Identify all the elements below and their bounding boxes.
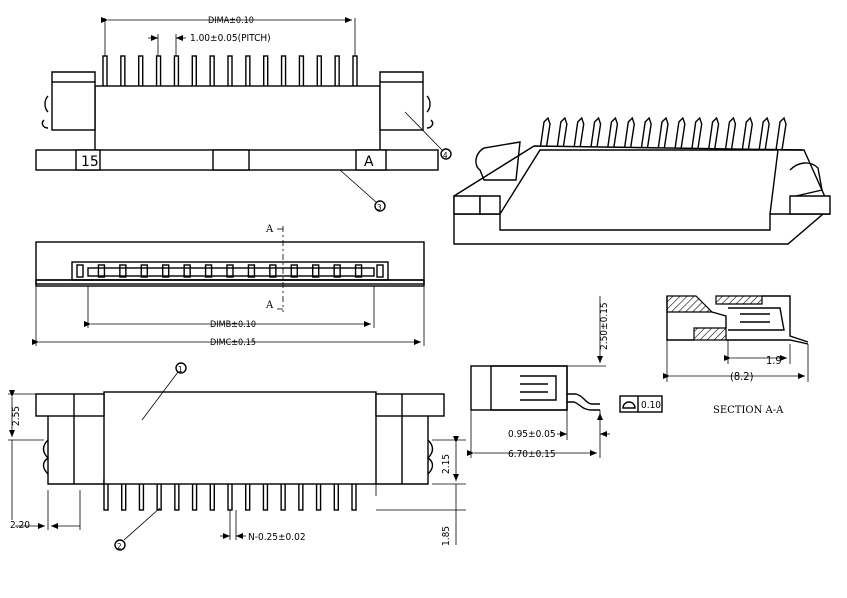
front-pin	[298, 55, 305, 89]
top-slot	[290, 264, 298, 278]
front-pin	[173, 55, 180, 89]
callout-2: 2	[117, 542, 122, 551]
front-pin	[334, 55, 340, 89]
iso-pin	[623, 116, 636, 151]
dim-2-55: 2.55	[11, 406, 22, 426]
iso-pins	[539, 116, 787, 151]
front-pin	[280, 55, 287, 89]
pitch-label: 1.00±0.05(PITCH)	[190, 33, 271, 44]
pin-15-mark: 15	[81, 154, 99, 170]
front-pin	[102, 55, 108, 89]
dim-2-20: 2.20	[10, 520, 30, 531]
iso-pin	[640, 116, 652, 151]
dim-height: 2.50±0.15	[599, 302, 610, 350]
top-slots	[76, 264, 384, 278]
top-slot	[226, 264, 234, 278]
front-pin	[138, 55, 144, 89]
callout-1: 1	[178, 365, 183, 374]
top-slot	[183, 264, 191, 278]
front-pin	[227, 55, 233, 89]
dim-2-15: 2.15	[441, 454, 452, 474]
dim-b-label: DIMB±0.10	[210, 320, 256, 330]
dim-1-9: 1.9	[766, 354, 782, 367]
top-slot	[333, 264, 341, 278]
dim-8-2: (8.2)	[730, 370, 754, 383]
iso-pin	[741, 116, 754, 151]
bottom-pins	[103, 479, 357, 511]
top-slot	[119, 264, 127, 278]
top-slot	[312, 264, 320, 278]
top-slot	[204, 264, 213, 278]
front-pin	[191, 55, 197, 89]
front-pin	[352, 55, 358, 89]
front-pin	[316, 55, 322, 89]
isometric-view	[453, 116, 831, 245]
top-slot	[97, 264, 106, 278]
section-marker-top: A	[265, 224, 274, 235]
iso-pin	[758, 116, 770, 151]
front-pin	[120, 55, 126, 89]
front-pins	[102, 55, 358, 89]
front-pin	[155, 55, 162, 89]
bottom-view: 1 2 N-0.25±0.02 2.55 2.20 2.15 1.85	[8, 362, 466, 551]
top-slot	[162, 264, 170, 278]
top-view: A A DIMB±0.10 DIMC±0.15	[32, 224, 425, 348]
front-pin	[209, 55, 215, 89]
top-slot	[76, 264, 84, 278]
dim-c-label: DIMC±0.15	[210, 338, 256, 348]
iso-pin	[657, 116, 669, 151]
dim-depth: 6.70±0.15	[508, 449, 556, 460]
dim-1-85: 1.85	[441, 526, 452, 546]
top-slot	[376, 264, 384, 278]
section-title: SECTION A-A	[713, 405, 784, 416]
front-pin	[263, 55, 269, 89]
side-view: 0.10 2.50±0.15 0.95±0.05 6.70±0.15	[467, 296, 663, 460]
callout-3: 3	[377, 203, 382, 212]
iso-pin	[606, 116, 619, 151]
pin-a-mark: A	[364, 154, 374, 170]
top-slot	[354, 264, 363, 278]
iso-pin	[724, 116, 737, 151]
flatness-value: 0.10	[641, 400, 661, 411]
iso-pin	[674, 116, 686, 151]
top-slot	[269, 264, 277, 278]
iso-pin	[573, 116, 585, 151]
iso-pin	[556, 116, 568, 151]
iso-pin	[539, 116, 551, 151]
pin-width-label: N-0.25±0.02	[248, 532, 306, 543]
callout-4: 4	[443, 151, 448, 160]
section-marker-bottom: A	[265, 300, 274, 311]
dim-a-label: DIMA±0.10	[208, 16, 254, 26]
front-pin	[245, 55, 251, 89]
iso-pin	[775, 116, 787, 151]
top-slot	[247, 264, 256, 278]
iso-pin	[707, 116, 720, 151]
top-slot	[140, 264, 148, 278]
front-view: DIMA±0.10 1.00±0.05(PITCH) 15 A 4 3	[35, 16, 452, 212]
dim-tail: 0.95±0.05	[508, 429, 556, 440]
iso-pin	[691, 116, 703, 151]
section-view: 1.9 (8.2) SECTION A-A	[663, 295, 809, 416]
iso-pin	[589, 116, 602, 151]
